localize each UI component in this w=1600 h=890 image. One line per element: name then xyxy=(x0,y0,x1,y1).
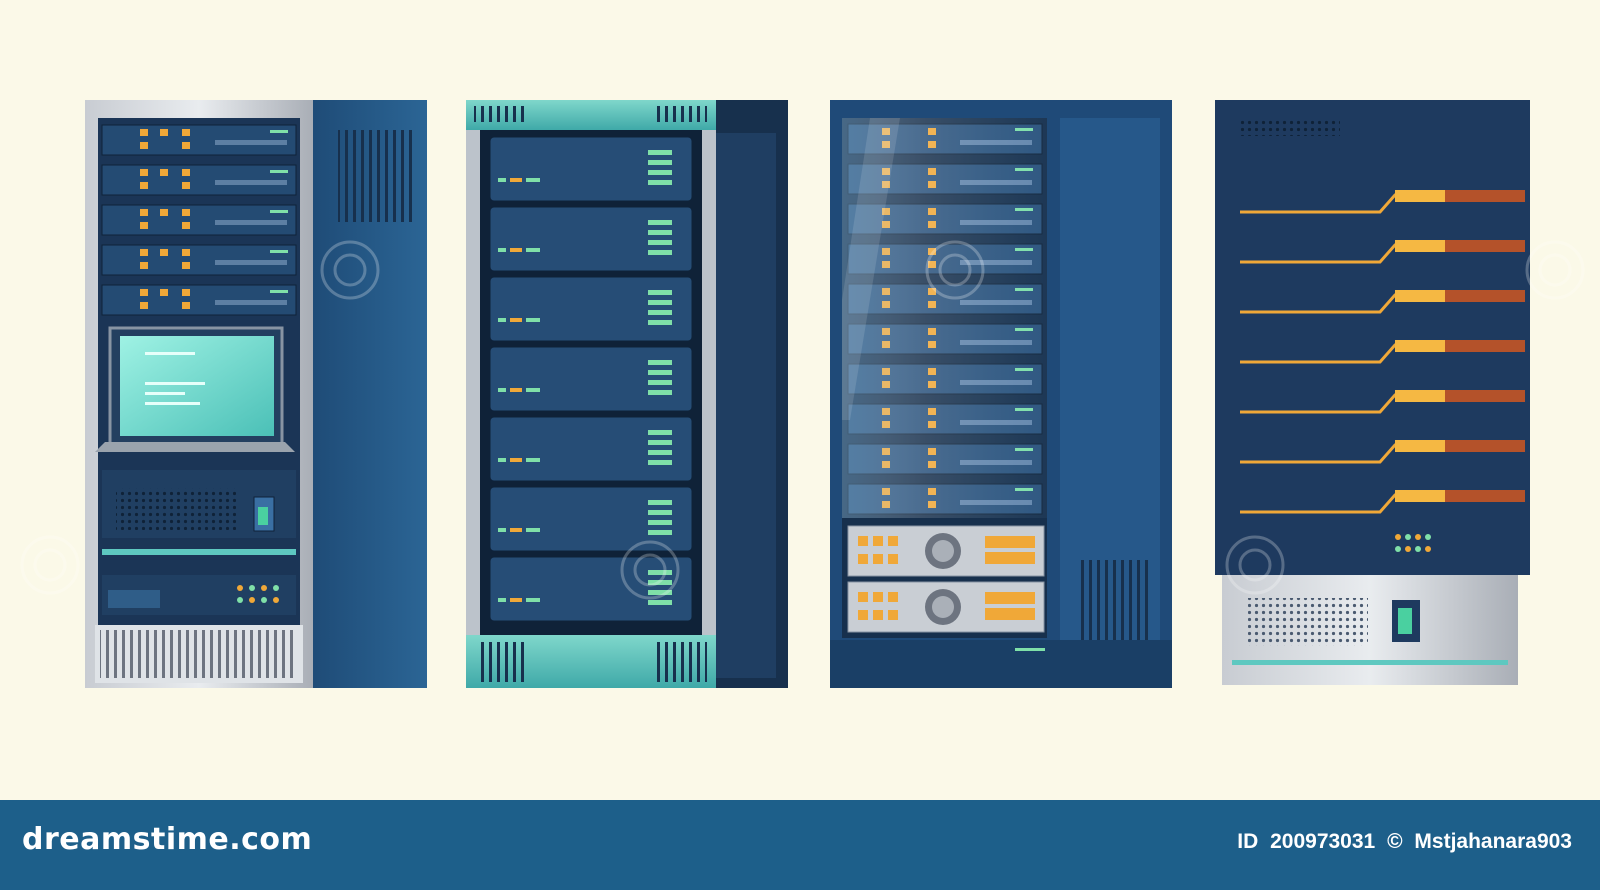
glass-door-rack xyxy=(830,100,1172,688)
rack1-drive-units xyxy=(101,124,297,316)
copyright-symbol: © xyxy=(1387,830,1403,853)
dreamstime-logo[interactable]: dreamstime.com xyxy=(22,822,313,857)
server-racks-illustration xyxy=(20,100,1585,688)
rack4-indicator-bars xyxy=(1240,190,1525,514)
image-credit: ID 200973031 © Mstjahanara903 xyxy=(1231,830,1572,854)
image-id: 200973031 xyxy=(1270,830,1376,853)
rack2-server-units xyxy=(489,136,693,622)
id-label: ID xyxy=(1237,830,1259,853)
rack1-monitor xyxy=(95,326,295,452)
watermark-logo-marks xyxy=(20,240,1585,600)
rack-with-monitor xyxy=(85,100,427,688)
author-name[interactable]: Mstjahanara903 xyxy=(1414,830,1572,853)
closed-cabinet-rack xyxy=(1215,100,1530,685)
open-frame-rack xyxy=(466,100,788,688)
rack3-power-panel xyxy=(847,525,1045,633)
footer-bar: dreamstime.com ID 200973031 © Mstjahanar… xyxy=(0,800,1600,890)
